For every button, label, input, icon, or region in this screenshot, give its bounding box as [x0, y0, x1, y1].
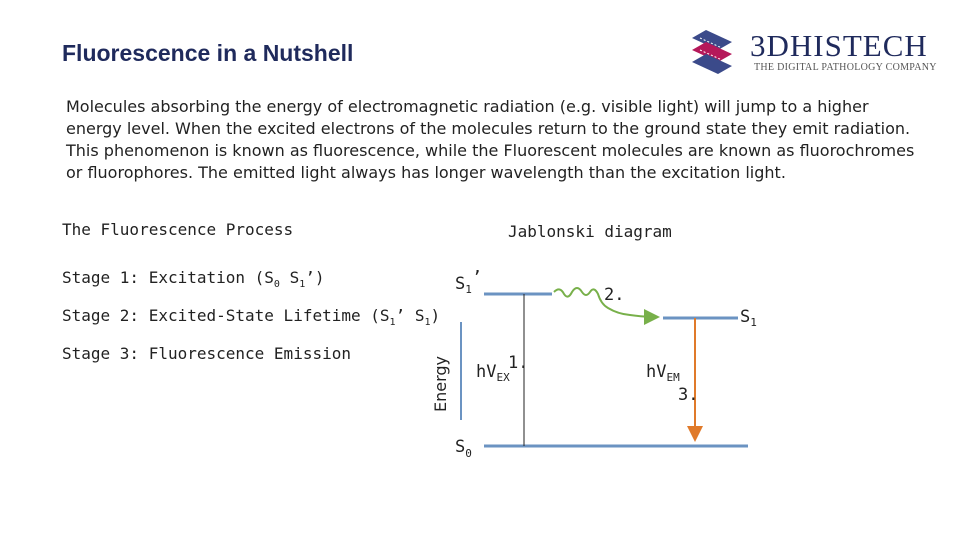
company-logo: 3DHISTECH THE DIGITAL PATHOLOGY COMPANY [688, 22, 944, 78]
stage-2-sub-a: 1 [389, 317, 396, 329]
energy-axis-label: Energy [431, 356, 450, 412]
stage-2-end: ) [430, 306, 441, 325]
stage-1-text: Stage 1: Excitation (S [62, 268, 274, 287]
stage-1-mid: S [279, 268, 300, 287]
step-2-label: 2. [604, 285, 624, 305]
stage-2-mid: ’ S [395, 306, 425, 325]
stage-2-text: Stage 2: Excited-State Lifetime (S [62, 306, 390, 325]
logo-mark-icon [692, 30, 732, 74]
excitation-label: hVEX [476, 362, 510, 384]
slide-title: Fluorescence in a Nutshell [62, 40, 354, 66]
jablonski-heading: Jablonski diagram [508, 222, 672, 241]
intro-paragraph: Molecules absorbing the energy of electr… [66, 97, 915, 182]
stage-1-end: ’) [305, 268, 325, 287]
stage-1-sub-b: 1 [299, 279, 306, 291]
s1-label: S1 [740, 307, 757, 329]
stage-2: Stage 2: Excited-State Lifetime (S1’ S1) [62, 306, 440, 328]
step-3-label: 3. [678, 385, 698, 405]
stage-3-text: Stage 3: Fluorescence Emission [62, 344, 351, 363]
emission-label: hVEM [646, 362, 680, 384]
relaxation-arrow [553, 287, 660, 325]
stage-1-sub-a: 0 [273, 279, 280, 291]
stage-2-sub-b: 1 [424, 317, 431, 329]
stage-1: Stage 1: Excitation (S0 S1’) [62, 268, 325, 290]
stage-3: Stage 3: Fluorescence Emission [62, 344, 351, 363]
step-1-label: 1. [508, 353, 528, 373]
logo-name: 3DHISTECH [750, 28, 928, 63]
s1-prime-label: S1’ [455, 268, 482, 296]
process-heading: The Fluorescence Process [62, 220, 294, 239]
s0-label: S0 [455, 437, 472, 460]
logo-tagline: THE DIGITAL PATHOLOGY COMPANY [754, 62, 937, 73]
